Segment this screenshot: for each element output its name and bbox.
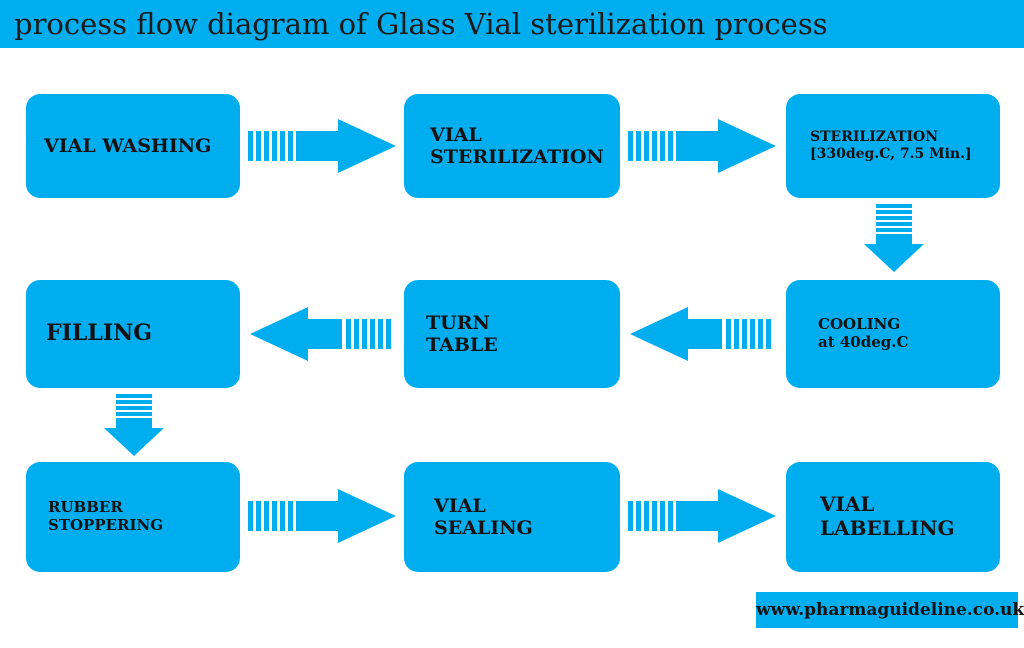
arrow-right-3 xyxy=(248,489,396,543)
step-sterilization-line-1: STERILIZATION xyxy=(810,129,939,146)
step-filling: FILLING xyxy=(26,280,240,388)
step-turn-table-line-2: TABLE xyxy=(426,334,498,356)
step-rubber-stoppering-line-2: STOPPERING xyxy=(48,516,164,534)
diagram-title: process flow diagram of Glass Vial steri… xyxy=(0,0,1024,48)
website-url: www.pharmaguideline.co.uk xyxy=(756,592,1024,628)
arrow-down-1 xyxy=(864,204,924,272)
step-rubber-stoppering: RUBBER STOPPERING xyxy=(26,462,240,572)
step-sterilization: STERILIZATION [330deg.C, 7.5 Min.] xyxy=(786,94,1000,198)
arrow-right-2 xyxy=(628,119,776,173)
step-vial-sterilization-line-2: STERILIZATION xyxy=(430,146,604,168)
step-vial-sterilization: VIAL STERILIZATION xyxy=(404,94,620,198)
step-rubber-stoppering-line-1: RUBBER xyxy=(48,498,123,517)
step-vial-sterilization-line-1: VIAL xyxy=(430,123,482,146)
step-cooling: COOLING at 40deg.C xyxy=(786,280,1000,388)
step-cooling-line-2: at 40deg.C xyxy=(818,333,909,351)
step-vial-washing-line-1: VIAL WASHING xyxy=(44,134,212,157)
arrow-left-1 xyxy=(250,307,391,361)
step-vial-washing: VIAL WASHING xyxy=(26,94,240,198)
step-vial-sealing-line-1: VIAL xyxy=(434,494,486,517)
step-turn-table-line-1: TURN xyxy=(426,311,490,334)
step-cooling-line-1: COOLING xyxy=(818,315,901,334)
arrow-down-2 xyxy=(104,394,164,456)
step-filling-line-1: FILLING xyxy=(46,320,153,347)
arrow-right-1 xyxy=(248,119,396,173)
step-vial-sealing-line-2: SEALING xyxy=(434,517,533,539)
arrow-right-4 xyxy=(628,489,776,543)
step-vial-labelling-line-2: LABELLING xyxy=(820,516,955,540)
step-sterilization-line-2: [330deg.C, 7.5 Min.] xyxy=(810,146,972,162)
arrow-left-2 xyxy=(630,307,771,361)
step-vial-sealing: VIAL SEALING xyxy=(404,462,620,572)
step-vial-labelling: VIAL LABELLING xyxy=(786,462,1000,572)
step-vial-labelling-line-1: VIAL xyxy=(820,492,875,517)
step-turn-table: TURN TABLE xyxy=(404,280,620,388)
